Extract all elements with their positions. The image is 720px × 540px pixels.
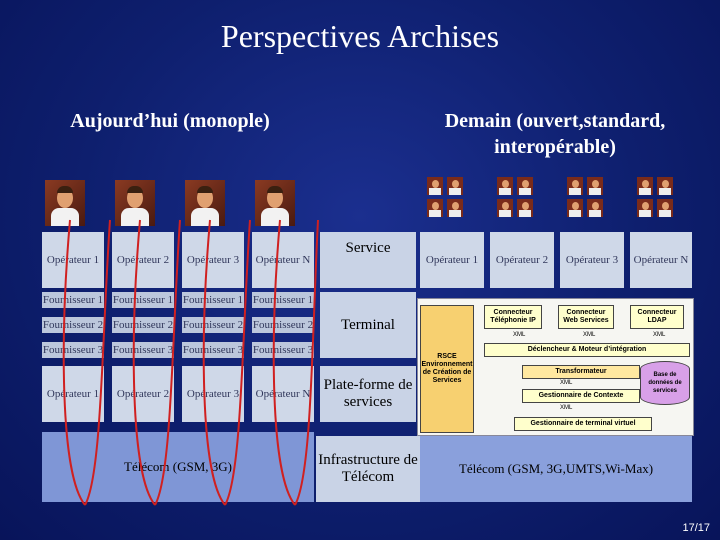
fournisseur-cell: Fournisseur 3 [42,342,104,358]
xml-label: XML [560,380,573,386]
fournisseur-cell: Fournisseur 3 [252,342,314,358]
transformateur-box: Transformateur [522,365,640,379]
service-label: Service [320,232,416,288]
right-heading: Demain (ouvert,standard, interopérable) [444,110,666,158]
connecteur-ldap-box: Connecteur LDAP [630,305,684,329]
fournisseur-cell: Fournisseur 3 [182,342,244,358]
rsce-box: RSCE Environnement de Création de Servic… [420,305,474,433]
fournisseur-cell: Fournisseur 3 [112,342,174,358]
connecteur-web-services-box: Connecteur Web Services [558,305,614,329]
declencheur-box: Déclencheur & Moteur d’intégration [484,343,690,357]
xml-label: XML [560,405,573,411]
left-operator-top-3: Opérateur 3 [182,232,244,288]
platform-label: Plate-forme de services [320,366,416,422]
gestionnaire-terminal-box: Gestionnaire de terminal virtuel [514,417,652,431]
infra-label: Infrastructure de Télécom [316,436,420,502]
left-telecom-box: Télécom (GSM, 3G) [42,432,314,502]
xml-label: XML [653,332,666,338]
connecteur-telephonie-box: Connecteur Téléphonie IP [484,305,542,329]
right-operator-top-2: Opérateur 2 [490,232,554,288]
right-operator-top-4: Opérateur N [630,232,692,288]
fournisseur-cell: Fournisseur 2 [42,317,104,333]
right-operator-top-1: Opérateur 1 [420,232,484,288]
database-icon: Base de données de services [640,361,690,405]
left-heading: Aujourd’hui (monople) [70,110,270,132]
user-photo-4 [255,180,295,226]
fournisseur-cell: Fournisseur 1 [182,292,244,308]
left-operator-top-2: Opérateur 2 [112,232,174,288]
user-photo-group-4 [637,177,677,219]
user-photo-3 [185,180,225,226]
left-operator-platform-2: Opérateur 2 [112,366,174,422]
left-operator-platform-1: Opérateur 1 [42,366,104,422]
fournisseur-cell: Fournisseur 2 [252,317,314,333]
fournisseur-cell: Fournisseur 1 [252,292,314,308]
user-photo-group-3 [567,177,607,219]
xml-label: XML [513,332,526,338]
page-number: 17/17 [682,522,710,534]
left-operator-top-1: Opérateur 1 [42,232,104,288]
xml-label: XML [583,332,596,338]
fournisseur-cell: Fournisseur 1 [42,292,104,308]
user-photo-2 [115,180,155,226]
fournisseur-cell: Fournisseur 1 [112,292,174,308]
user-photo-group-1 [427,177,467,219]
fournisseur-cell: Fournisseur 2 [182,317,244,333]
right-telecom-box: Télécom (GSM, 3G,UMTS,Wi-Max) [420,436,692,502]
user-photo-group-2 [497,177,537,219]
left-operator-platform-3: Opérateur 3 [182,366,244,422]
left-operator-top-4: Opérateur N [252,232,314,288]
slide-title: Perspectives Archises [220,18,500,54]
connection-arcs [62,219,319,506]
gestionnaire-contexte-box: Gestionnaire de Contexte [522,389,640,403]
right-operator-top-3: Opérateur 3 [560,232,624,288]
user-photo-1 [45,180,85,226]
left-operator-platform-4: Opérateur N [252,366,314,422]
architecture-diagram: RSCE Environnement de Création de Servic… [417,298,694,436]
terminal-label: Terminal [320,292,416,358]
fournisseur-cell: Fournisseur 2 [112,317,174,333]
